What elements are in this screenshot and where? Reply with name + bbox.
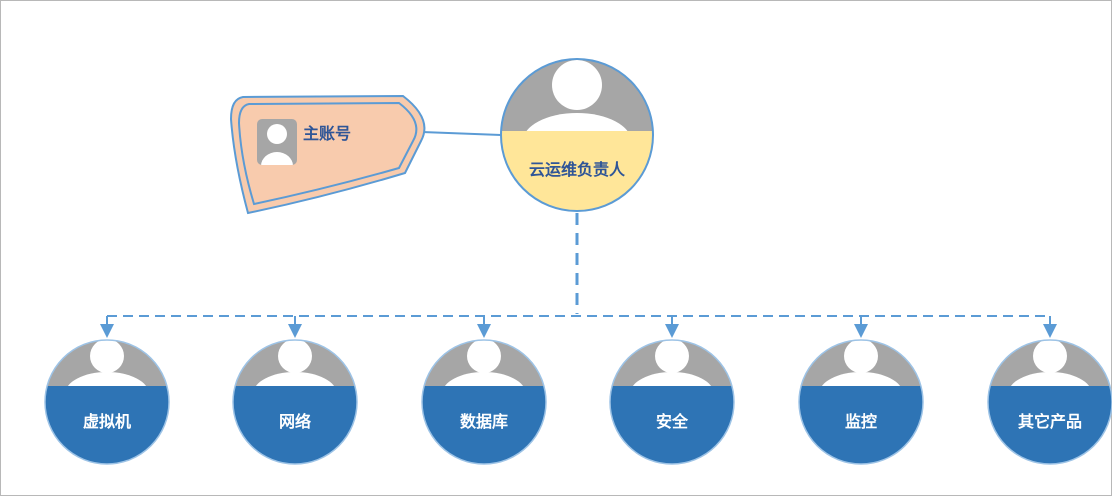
team-drop-arrowhead xyxy=(854,324,868,338)
team-node-label: 其它产品 xyxy=(1018,412,1082,431)
team-node[interactable]: 虚拟机 xyxy=(44,339,170,466)
connectors xyxy=(100,125,1057,338)
root-node-outline xyxy=(500,58,654,212)
team-drop-arrowhead xyxy=(288,324,302,338)
team-node-outline xyxy=(609,339,735,465)
team-node-outline xyxy=(232,339,358,465)
team-node-outline xyxy=(987,339,1112,465)
user-icon xyxy=(257,119,297,165)
main-account-node[interactable]: 主账号 xyxy=(229,94,426,215)
root-node[interactable]: 云运维负责人 xyxy=(500,58,654,212)
team-drop-arrowhead xyxy=(665,324,679,338)
user-avatar-icon xyxy=(988,340,1112,464)
team-node[interactable]: 其它产品 xyxy=(987,339,1112,466)
team-node-outline xyxy=(44,339,170,465)
team-node[interactable]: 监控 xyxy=(798,339,924,466)
team-node[interactable]: 数据库 xyxy=(421,339,547,466)
team-node[interactable]: 安全 xyxy=(609,339,735,466)
team-drop-arrowhead xyxy=(477,324,491,338)
team-node-label: 数据库 xyxy=(460,412,508,431)
root-to-main-account-arrow xyxy=(409,125,502,138)
main-account-label: 主账号 xyxy=(303,124,351,143)
team-node-outline xyxy=(798,339,924,465)
team-drop-arrowhead xyxy=(100,324,114,338)
team-node-outline xyxy=(421,339,547,465)
team-node-label: 监控 xyxy=(845,412,877,431)
team-node-label: 网络 xyxy=(279,412,311,431)
team-drop-arrows xyxy=(100,316,1057,338)
team-nodes: 虚拟机 网络 数据库 安全 监控 其它产品 xyxy=(44,339,1112,466)
team-node-label: 虚拟机 xyxy=(83,412,131,431)
team-drop-arrowhead xyxy=(1043,324,1057,338)
team-node[interactable]: 网络 xyxy=(232,339,358,466)
root-node-label: 云运维负责人 xyxy=(529,160,626,179)
team-node-label: 安全 xyxy=(656,412,689,431)
